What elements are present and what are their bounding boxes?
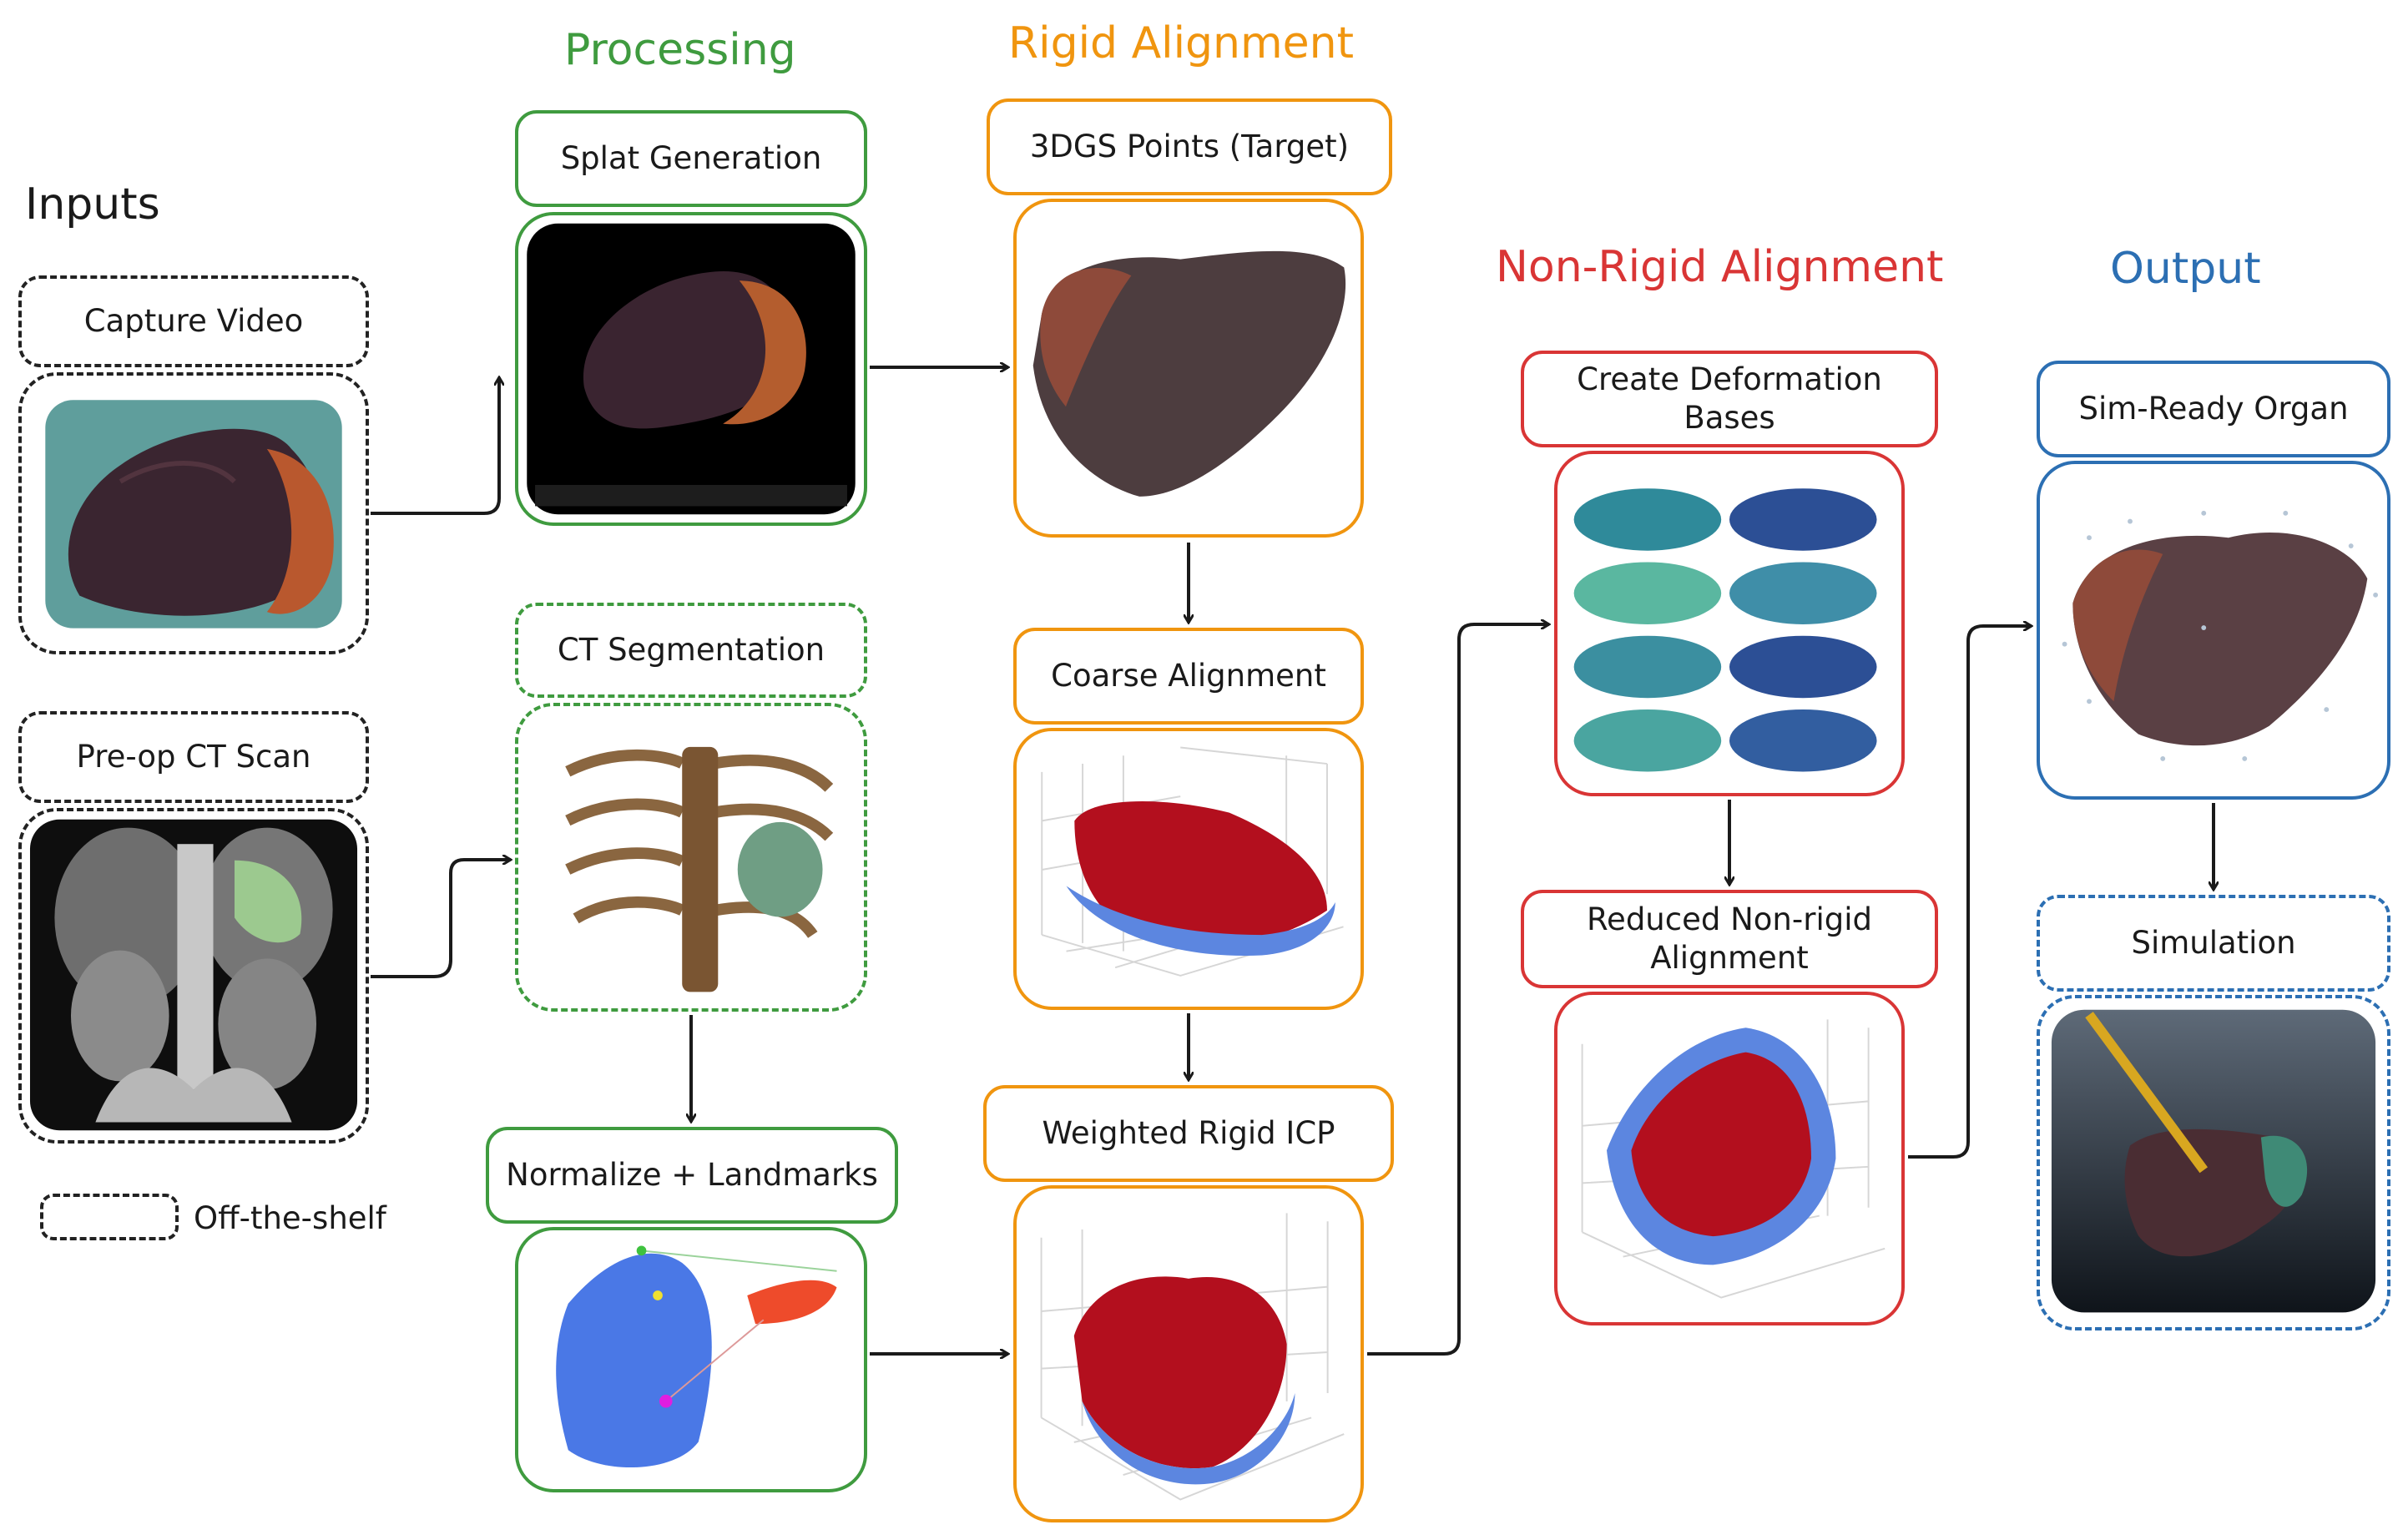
sim-ready-organ-label: Sim-Ready Organ: [2037, 361, 2390, 457]
arrow-icp-to-deformation: [1367, 624, 1549, 1356]
sim-ready-render: [2062, 510, 2379, 761]
landmarks-render: [556, 1245, 837, 1468]
weighted-icp-render: [1040, 1213, 1345, 1501]
ct-segmentation-label: CT Segmentation: [515, 603, 867, 698]
capture-video-panel: [18, 372, 369, 654]
weighted-rigid-icp-label: Weighted Rigid ICP: [983, 1085, 1394, 1182]
preop-ct-panel: [18, 808, 369, 1144]
normalize-landmarks-panel: [515, 1227, 867, 1492]
splat-generation-label: Splat Generation: [515, 110, 867, 207]
coarse-alignment-panel: [1013, 728, 1364, 1010]
3dgs-points-panel: [1013, 199, 1364, 538]
3dgs-points-render: [1032, 250, 1346, 497]
coarse-alignment-render: [1041, 746, 1344, 977]
output-header: Output: [2110, 244, 2261, 294]
weighted-rigid-icp-panel: [1013, 1185, 1364, 1522]
arrow-video-to-splat: [371, 377, 499, 515]
capture-video-label: Capture Video: [18, 275, 369, 367]
simulation-label: Simulation: [2037, 895, 2390, 992]
deformation-bases-render: [1573, 488, 1877, 772]
processing-header: Processing: [564, 25, 796, 75]
simulation-panel: [2037, 995, 2390, 1330]
simulation-render: [2051, 1009, 2376, 1313]
rigid-alignment-header: Rigid Alignment: [1008, 18, 1354, 68]
reduced-nonrigid-panel: [1554, 992, 1905, 1325]
legend-swatch: [40, 1194, 179, 1240]
reduced-nonrigid-render: [1581, 1019, 1886, 1299]
ct-segmentation-panel: [515, 703, 867, 1012]
preop-ct-label: Pre-op CT Scan: [18, 711, 369, 803]
inputs-header: Inputs: [25, 179, 160, 230]
nonrigid-alignment-header: Non-Rigid Alignment: [1496, 242, 1944, 292]
arrow-ct-to-segmentation: [371, 860, 511, 978]
legend-off-the-shelf: Off-the-shelf: [194, 1200, 386, 1236]
reduced-nonrigid-label: Reduced Non-rigid Alignment: [1521, 890, 1938, 988]
ct-scan-image: [29, 819, 358, 1131]
normalize-landmarks-label: Normalize + Landmarks: [486, 1127, 898, 1224]
3dgs-points-label: 3DGS Points (Target): [987, 98, 1392, 195]
coarse-alignment-label: Coarse Alignment: [1013, 628, 1364, 725]
create-deformation-bases-label: Create Deformation Bases: [1521, 351, 1938, 447]
sim-ready-organ-panel: [2037, 461, 2390, 800]
splat-render: [527, 223, 856, 515]
arrow-reduced-to-simready: [1908, 626, 2032, 1159]
ct-segmentation-render: [565, 746, 834, 992]
liver-photo: [45, 400, 342, 629]
splat-generation-panel: [515, 212, 867, 526]
deformation-bases-panel: [1554, 451, 1905, 796]
